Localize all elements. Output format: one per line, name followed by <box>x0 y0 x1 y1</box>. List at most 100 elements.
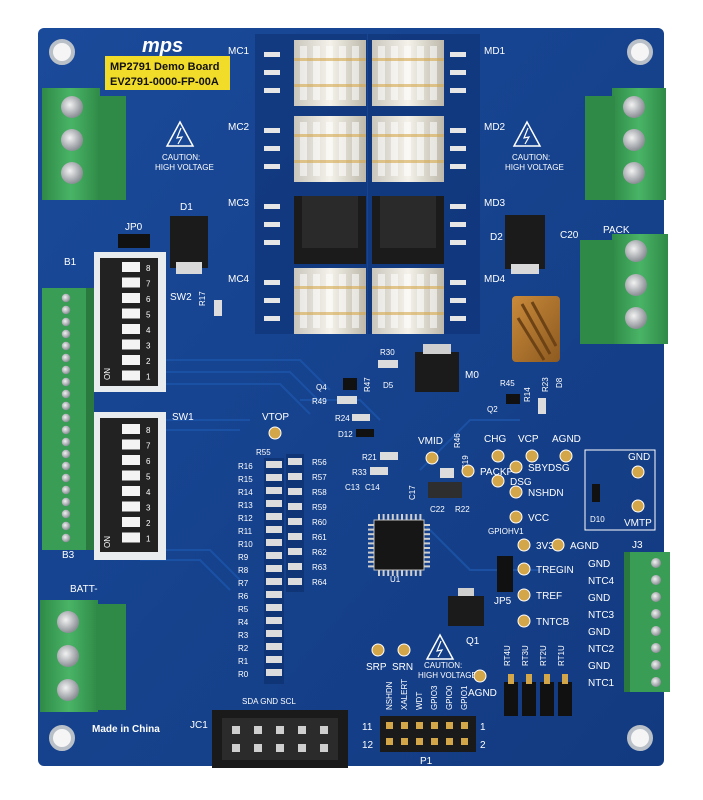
jumper-jp0[interactable] <box>118 234 150 248</box>
dip-switch-key[interactable] <box>122 293 140 303</box>
dip-switch-key[interactable] <box>122 424 140 434</box>
resistor-array <box>264 458 284 684</box>
jumper-rt2u[interactable] <box>540 682 554 716</box>
label-r14-top: R14 <box>523 387 532 402</box>
jumper-rt4u[interactable] <box>504 682 518 716</box>
test-point-dsg[interactable] <box>491 474 505 488</box>
label-resistor: R16 <box>238 462 253 471</box>
resistor-r17 <box>214 300 222 316</box>
dip-switch-number: 7 <box>146 280 151 289</box>
test-point-gnd-box[interactable] <box>631 465 645 479</box>
ic-u1 <box>368 514 430 576</box>
label-r49: R49 <box>312 397 327 406</box>
dip-switch-key[interactable] <box>122 355 140 365</box>
label-test-point: AGND <box>552 434 581 445</box>
label-b3: B3 <box>62 550 75 561</box>
test-point-vcp[interactable] <box>525 449 539 463</box>
test-point-vmtp[interactable] <box>631 499 645 513</box>
dip-switch-key[interactable] <box>122 517 140 527</box>
label-mc3: MC3 <box>228 198 250 209</box>
label-resistor: R12 <box>238 514 253 523</box>
dip-switch-key[interactable] <box>122 439 140 450</box>
mosfet-md2 <box>372 116 466 182</box>
label-j3-pin: NTC1 <box>588 678 615 689</box>
dip-switch-key[interactable] <box>122 277 140 288</box>
label-r47: R47 <box>363 377 372 392</box>
diode-d2 <box>505 215 545 269</box>
test-point-agnd[interactable] <box>559 449 573 463</box>
dip-switch-key[interactable] <box>122 486 140 496</box>
test-point-nshdn[interactable] <box>509 485 523 499</box>
label-resistor: R3 <box>238 631 249 640</box>
label-u1: U1 <box>390 575 401 584</box>
jumper-jp5[interactable] <box>497 556 513 592</box>
label-r33: R33 <box>352 468 367 477</box>
header-p1[interactable] <box>380 716 476 752</box>
test-point-vcc[interactable] <box>509 510 523 524</box>
dip-switch-key[interactable] <box>122 470 140 481</box>
test-point-tregin[interactable] <box>517 562 531 576</box>
mosfet-mc2 <box>264 116 366 182</box>
svg-text:CAUTION:: CAUTION: <box>162 153 200 162</box>
mosfet-md3 <box>372 196 466 264</box>
dip-switch-key[interactable] <box>122 501 140 512</box>
test-point-agnd[interactable] <box>551 538 565 552</box>
label-mc2: MC2 <box>228 122 250 133</box>
label-r45: R45 <box>500 379 515 388</box>
board-part-number: EV2791-0000-FP-00A <box>110 76 219 88</box>
label-jumper: RT4U <box>503 645 512 666</box>
label-d8: D8 <box>555 377 564 388</box>
label-resistor: R63 <box>312 563 327 572</box>
label-j3-pin: GND <box>588 627 610 638</box>
test-point-agnd[interactable] <box>473 669 487 683</box>
label-test-point: SRN <box>392 662 413 673</box>
jumper-rt3u[interactable] <box>522 682 536 716</box>
test-point-vtop[interactable] <box>268 426 282 440</box>
test-point-srp[interactable] <box>371 643 385 657</box>
dip-switch-key[interactable] <box>122 324 140 334</box>
label-test-point: TREGIN <box>536 565 574 576</box>
test-point-sbydsg[interactable] <box>509 460 523 474</box>
label-vtop: VTOP <box>262 412 289 423</box>
terminal-block-pack <box>580 234 668 344</box>
dip-switch-key[interactable] <box>122 308 140 319</box>
label-c19: C19 <box>461 455 470 470</box>
test-point-vmid[interactable] <box>425 451 439 465</box>
dip-switch-key[interactable] <box>122 262 140 272</box>
label-d12: D12 <box>338 430 353 439</box>
dip-switch-key[interactable] <box>122 455 140 465</box>
dip-switch-key[interactable] <box>122 339 140 350</box>
test-point-tntcb[interactable] <box>517 614 531 628</box>
label-test-point: SBYDSG <box>528 463 570 474</box>
label-r55: R55 <box>256 448 271 457</box>
test-point-chg[interactable] <box>491 449 505 463</box>
label-p1-11: 11 <box>362 722 373 733</box>
label-test-point: VMID <box>418 436 443 447</box>
label-c20: C20 <box>560 230 579 241</box>
label-vmtp: VMTP <box>624 518 652 529</box>
label-d10: D10 <box>590 515 605 524</box>
terminal-block-batt <box>40 600 126 712</box>
label-test-point: 3V3 <box>536 541 554 552</box>
mosfet-mc1 <box>264 40 366 106</box>
label-sw1: SW1 <box>172 412 194 423</box>
label-j3-pin: NTC2 <box>588 644 615 655</box>
test-point-srn[interactable] <box>397 643 411 657</box>
test-point-packp[interactable] <box>461 464 475 478</box>
label-p1-pin: GPIO1 <box>460 685 469 710</box>
label-jp0: JP0 <box>125 222 143 233</box>
label-resistor: R1 <box>238 657 249 666</box>
label-r46: R46 <box>453 433 462 448</box>
test-point-3v3[interactable] <box>517 538 531 552</box>
dip-switch-key[interactable] <box>122 532 140 543</box>
connector-jc1[interactable] <box>212 710 348 768</box>
dip-switch-key[interactable] <box>122 370 140 381</box>
dip-switch-number: 2 <box>146 357 151 366</box>
dip-switch-number: 7 <box>146 442 151 451</box>
jumper-rt1u[interactable] <box>558 682 572 716</box>
label-r21: R21 <box>362 453 377 462</box>
svg-text:HIGH VOLTAGE: HIGH VOLTAGE <box>505 163 564 172</box>
test-point-tref[interactable] <box>517 588 531 602</box>
